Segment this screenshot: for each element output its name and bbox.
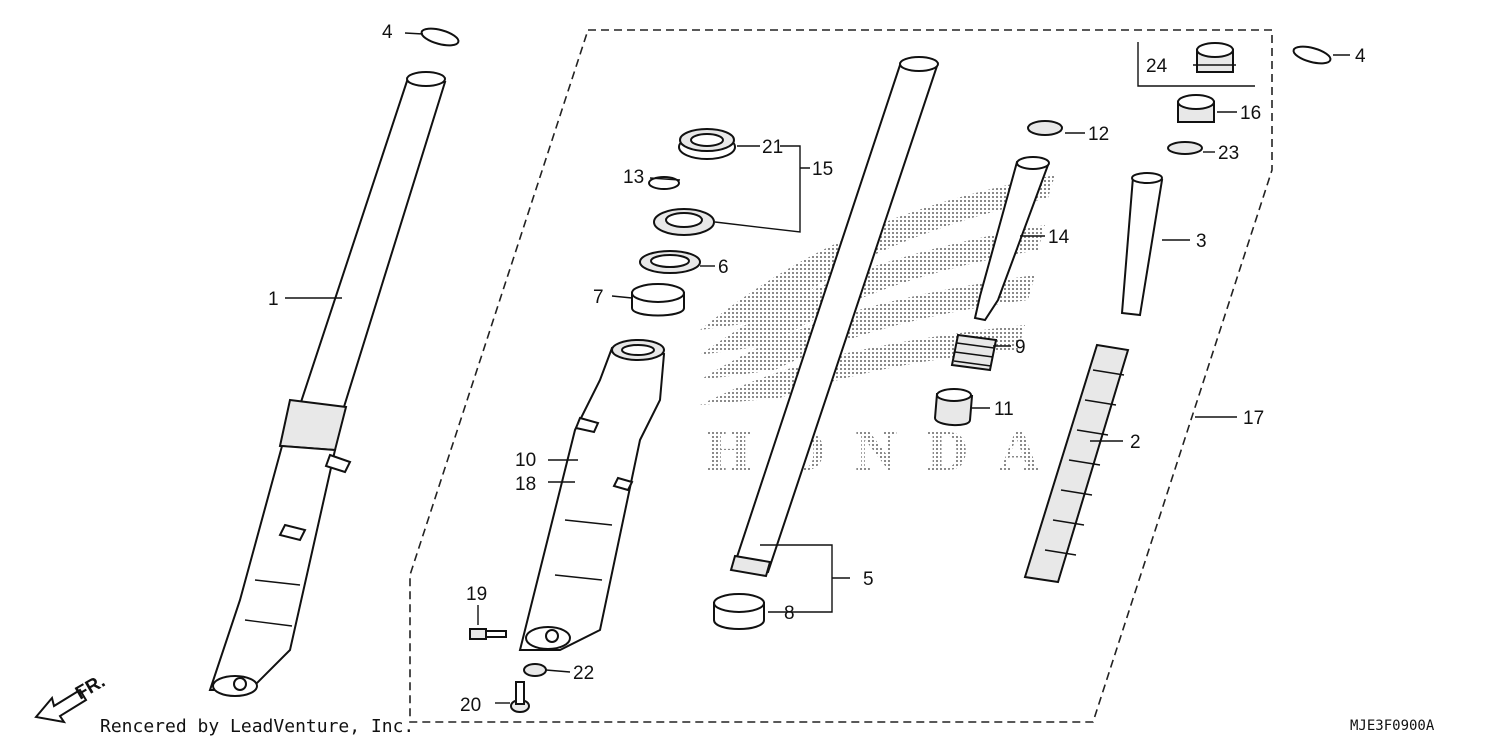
fork-spring[interactable] [1023, 343, 1130, 584]
o-ring[interactable] [1167, 141, 1203, 155]
slider-bushing[interactable] [713, 593, 765, 630]
clip-ring-right[interactable] [1292, 43, 1332, 66]
callout-16: 15 [812, 159, 833, 180]
diagram-code: MJE3F0900A [1350, 718, 1435, 734]
honda-watermark-text: HONDA [706, 418, 1046, 483]
clip-ring-left[interactable] [420, 25, 460, 48]
callout-15: 16 [1240, 103, 1261, 124]
callout-labels: 4 1 21 13 15 6 7 10 18 19 22 20 5 8 12 1… [268, 22, 1366, 716]
leader-lines [285, 32, 1350, 704]
sealing-washer[interactable] [523, 663, 547, 677]
callout-2: 2 [1130, 432, 1141, 453]
fork-pipe[interactable] [729, 56, 939, 578]
bolt-20[interactable] [510, 681, 530, 713]
guide-bushing[interactable] [631, 283, 685, 317]
back-up-ring[interactable] [639, 250, 701, 274]
front-direction-arrow-icon: FR. [34, 671, 109, 724]
render-credit: Rencered by LeadVenture, Inc. [100, 716, 414, 737]
sub-assembly-bracket [1137, 42, 1255, 87]
callout-24: 24 [1146, 56, 1168, 77]
callout-6: 6 [718, 257, 729, 278]
callout-4-right: 4 [1355, 46, 1366, 67]
oil-seal[interactable] [678, 128, 736, 160]
callout-12: 12 [1088, 124, 1109, 145]
dust-seal[interactable] [653, 208, 715, 236]
callout-8: 8 [784, 603, 795, 624]
spring-collar[interactable] [1120, 172, 1164, 317]
damper-rod[interactable] [973, 156, 1050, 322]
callout-20: 20 [460, 695, 481, 716]
callout-10: 10 [515, 450, 536, 471]
left-fork-assembly[interactable] [208, 71, 447, 697]
callout-17: 17 [1243, 408, 1264, 429]
assembly-boundary [409, 29, 1273, 723]
fork-bolt-24[interactable] [1196, 42, 1234, 73]
callout-23: 23 [1218, 143, 1239, 164]
callout-21: 22 [573, 663, 594, 684]
piston-ring[interactable] [1027, 120, 1063, 136]
callout-11: 11 [994, 399, 1014, 420]
fork-bolt-15[interactable] [1177, 94, 1215, 123]
callout-14: 13 [623, 167, 644, 188]
bolt-19[interactable] [469, 628, 507, 640]
callout-3: 3 [1196, 231, 1207, 252]
rebound-spring[interactable] [950, 333, 998, 372]
callout-5: 5 [863, 569, 874, 590]
callout-4-left: 4 [382, 22, 393, 43]
callout-19: 19 [466, 584, 487, 605]
honda-wing-watermark [700, 175, 1055, 405]
oil-lock-piece[interactable] [933, 388, 974, 426]
callout-7: 7 [593, 287, 604, 308]
callout-13: 14 [1048, 227, 1070, 248]
callout-22: 21 [762, 137, 783, 158]
callout-18: 18 [515, 474, 536, 495]
callout-9: 9 [1015, 337, 1026, 358]
fork-slider[interactable] [518, 339, 666, 651]
callout-1: 1 [268, 289, 279, 310]
